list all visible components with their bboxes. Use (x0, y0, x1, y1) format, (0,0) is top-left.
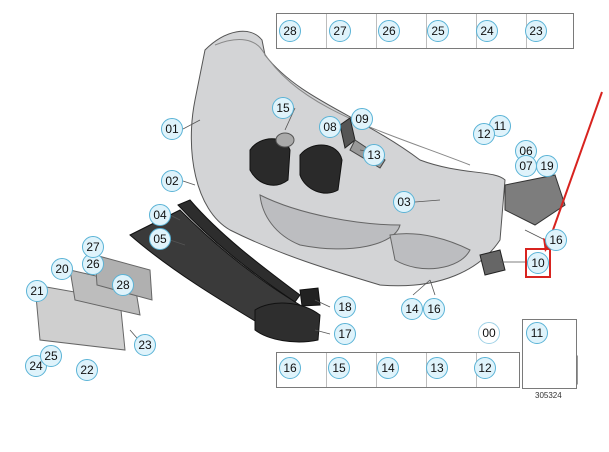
callout-04[interactable]: 04 (149, 204, 171, 226)
strip-bottom-14[interactable]: 14 (377, 357, 399, 379)
top-fastener-strip (276, 13, 574, 49)
bumper-top-edge (214, 39, 471, 166)
side-bracket (504, 174, 566, 226)
strip-bottom-12[interactable]: 12 (474, 357, 496, 379)
callout-02[interactable]: 02 (161, 170, 183, 192)
callout-23[interactable]: 23 (134, 334, 156, 356)
callout-09[interactable]: 09 (351, 108, 373, 130)
strip-bottom-15[interactable]: 15 (328, 357, 350, 379)
callout-00[interactable]: 00 (478, 322, 500, 344)
kidney-grille-left (249, 138, 291, 186)
strip-top-27[interactable]: 27 (329, 20, 351, 42)
box-callout-11[interactable]: 11 (526, 322, 548, 344)
strip-bottom-13[interactable]: 13 (426, 357, 448, 379)
callout-21[interactable]: 21 (26, 280, 48, 302)
callout-03[interactable]: 03 (393, 191, 415, 213)
clip-right (479, 249, 506, 276)
strip-top-23[interactable]: 23 (525, 20, 547, 42)
kidney-grille-right (299, 144, 343, 194)
callout-26[interactable]: 26 (82, 253, 104, 275)
strip-top-24[interactable]: 24 (476, 20, 498, 42)
callout-15[interactable]: 15 (272, 97, 294, 119)
callout-11[interactable]: 11 (489, 115, 511, 137)
callout-10[interactable]: 10 (527, 252, 549, 274)
callout-01[interactable]: 01 (161, 118, 183, 140)
callout-17[interactable]: 17 (334, 323, 356, 345)
callout-22[interactable]: 22 (76, 359, 98, 381)
callout-05[interactable]: 05 (149, 228, 171, 250)
red-arrow (547, 91, 603, 245)
callout-27[interactable]: 27 (82, 236, 104, 258)
strip-top-25[interactable]: 25 (427, 20, 449, 42)
strip-top-26[interactable]: 26 (378, 20, 400, 42)
callout-19[interactable]: 19 (536, 155, 558, 177)
lower-opening-right (389, 233, 471, 270)
callout-14[interactable]: 14 (401, 298, 423, 320)
bracket-18 (299, 287, 321, 307)
image-number: 305324 (535, 391, 562, 400)
callout-20[interactable]: 20 (51, 258, 73, 280)
callout-28[interactable]: 28 (112, 274, 134, 296)
callout-18[interactable]: 18 (334, 296, 356, 318)
callout-07[interactable]: 07 (515, 155, 537, 177)
callout-08[interactable]: 08 (319, 116, 341, 138)
callout-16b[interactable]: 16 (545, 229, 567, 251)
callout-12[interactable]: 12 (473, 123, 495, 145)
callout-16[interactable]: 16 (423, 298, 445, 320)
callout-25[interactable]: 25 (40, 345, 62, 367)
badge (275, 132, 295, 148)
strip-bottom-16[interactable]: 16 (279, 357, 301, 379)
fog-grille (254, 302, 321, 343)
strip-top-28[interactable]: 28 (279, 20, 301, 42)
highlight-box (525, 248, 551, 278)
lower-opening-center (259, 194, 401, 250)
callout-13[interactable]: 13 (363, 144, 385, 166)
